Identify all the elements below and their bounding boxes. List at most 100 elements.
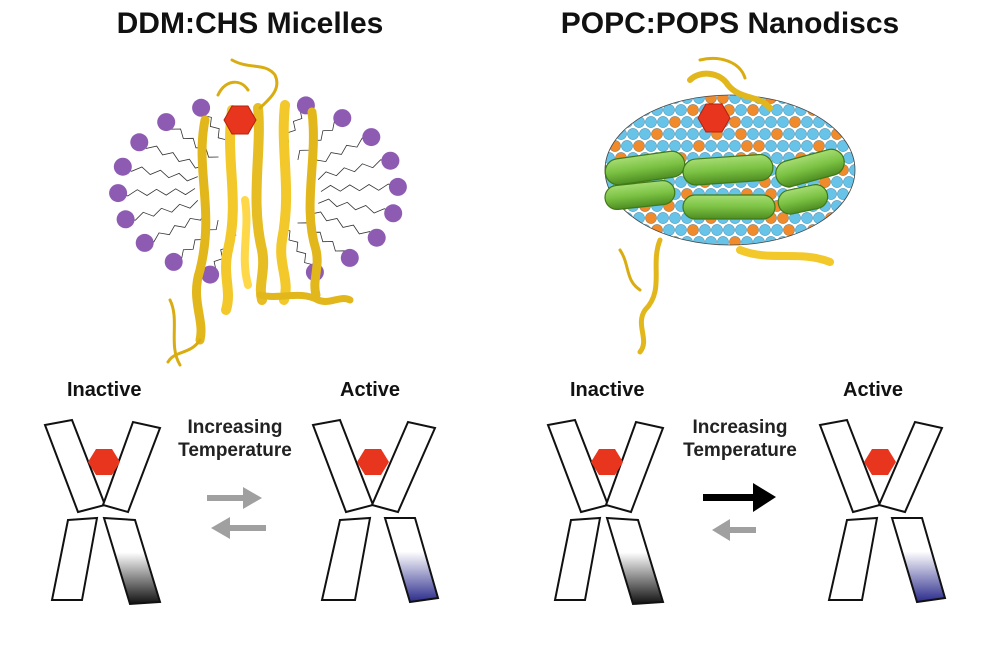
popc-lipid — [813, 236, 825, 245]
popc-lipid — [609, 212, 621, 224]
popc-lipid — [657, 95, 669, 104]
popc-lipid — [843, 224, 855, 236]
popc-lipid — [837, 140, 849, 152]
popc-lipid — [675, 176, 687, 188]
popc-lipid — [849, 188, 855, 200]
detergent-head — [384, 204, 403, 223]
popc-lipid — [843, 104, 855, 116]
detergent-head — [333, 109, 352, 128]
popc-lipid — [789, 95, 801, 104]
detergent-tail — [122, 166, 198, 182]
pops-lipid — [645, 95, 657, 104]
pops-lipid — [813, 140, 825, 152]
popc-lipid — [621, 140, 633, 152]
popc-lipid — [771, 152, 783, 164]
pops-lipid — [789, 236, 801, 245]
micelle-structure — [109, 58, 407, 367]
pops-lipid — [687, 104, 699, 116]
detergent-head — [367, 228, 386, 247]
popc-lipid — [801, 95, 813, 104]
ligand-hexagon-icon — [864, 449, 896, 475]
detergent-tail — [281, 228, 316, 273]
popc-lipid — [681, 116, 693, 128]
popc-lipid — [687, 128, 699, 140]
detergent-tail — [297, 117, 343, 160]
popc-lipid — [801, 212, 813, 224]
popc-lipid — [645, 140, 657, 152]
left-active-schematic — [311, 418, 440, 604]
nanodisc-protein — [618, 56, 834, 355]
popc-lipid — [675, 128, 687, 140]
popc-lipid — [831, 176, 843, 188]
popc-lipid — [615, 224, 627, 236]
ligand-hexagon-icon — [223, 105, 257, 135]
popc-lipid — [633, 236, 645, 245]
popc-lipid — [825, 236, 837, 245]
left-inactive-label: Inactive — [67, 379, 142, 401]
popc-lipid — [675, 224, 687, 236]
left-transition-line1: Increasing — [187, 417, 283, 438]
popc-lipid — [783, 128, 795, 140]
detergent-head — [135, 233, 154, 252]
pops-lipid — [831, 128, 843, 140]
popc-lipid — [843, 176, 855, 188]
detergent-tail — [117, 188, 196, 197]
popc-lipid — [729, 140, 741, 152]
detergent-tail — [144, 210, 207, 244]
detergent-head — [201, 265, 220, 284]
pops-lipid — [753, 140, 765, 152]
pops-lipid — [605, 128, 615, 140]
arrow-left-icon — [211, 517, 266, 539]
pops-lipid — [747, 104, 759, 116]
popc-lipid — [621, 236, 633, 245]
popc-lipid — [813, 212, 825, 224]
detergent-heads — [109, 96, 407, 284]
right-transition-label: Increasing Temperature — [665, 416, 815, 462]
popc-lipid — [621, 116, 633, 128]
detergent-tail — [317, 159, 391, 180]
popc-lipid — [783, 104, 795, 116]
pops-lipid — [729, 116, 741, 128]
detergent-tail — [139, 141, 206, 169]
popc-lipid — [801, 236, 813, 245]
pops-lipid — [609, 116, 621, 128]
protein-helices — [166, 58, 354, 367]
popc-lipid — [771, 104, 783, 116]
popc-lipid — [819, 128, 831, 140]
popc-lipid — [645, 236, 657, 245]
popc-lipid — [789, 140, 801, 152]
pops-lipid — [729, 236, 741, 245]
popc-lipid — [605, 212, 609, 224]
popc-lipid — [807, 128, 819, 140]
right-inactive-schematic — [546, 418, 665, 606]
pops-lipid — [789, 116, 801, 128]
left-transition-label: Increasing Temperature — [160, 416, 310, 462]
popc-lipid — [753, 116, 765, 128]
popc-lipid — [765, 116, 777, 128]
ligand-hexagon-icon — [88, 449, 120, 475]
left-inactive-schematic — [43, 418, 162, 606]
popc-lipid — [645, 116, 657, 128]
pops-lipid — [693, 140, 705, 152]
pops-lipid — [627, 104, 639, 116]
pops-lipid — [609, 140, 621, 152]
pops-lipid — [717, 95, 729, 104]
popc-lipid — [705, 140, 717, 152]
ligand-hexagon-icon — [697, 103, 731, 133]
detergent-head — [340, 248, 359, 267]
popc-lipid — [605, 104, 615, 116]
pops-lipid — [645, 212, 657, 224]
popc-lipid — [813, 95, 825, 104]
popc-lipid — [735, 224, 747, 236]
popc-lipid — [669, 212, 681, 224]
popc-lipid — [837, 95, 849, 104]
pops-lipid — [771, 128, 783, 140]
popc-lipid — [605, 140, 609, 152]
popc-lipid — [813, 116, 825, 128]
detergent-head — [109, 184, 128, 203]
pops-lipid — [687, 224, 699, 236]
popc-lipid — [615, 104, 627, 116]
pops-lipid — [605, 116, 609, 128]
